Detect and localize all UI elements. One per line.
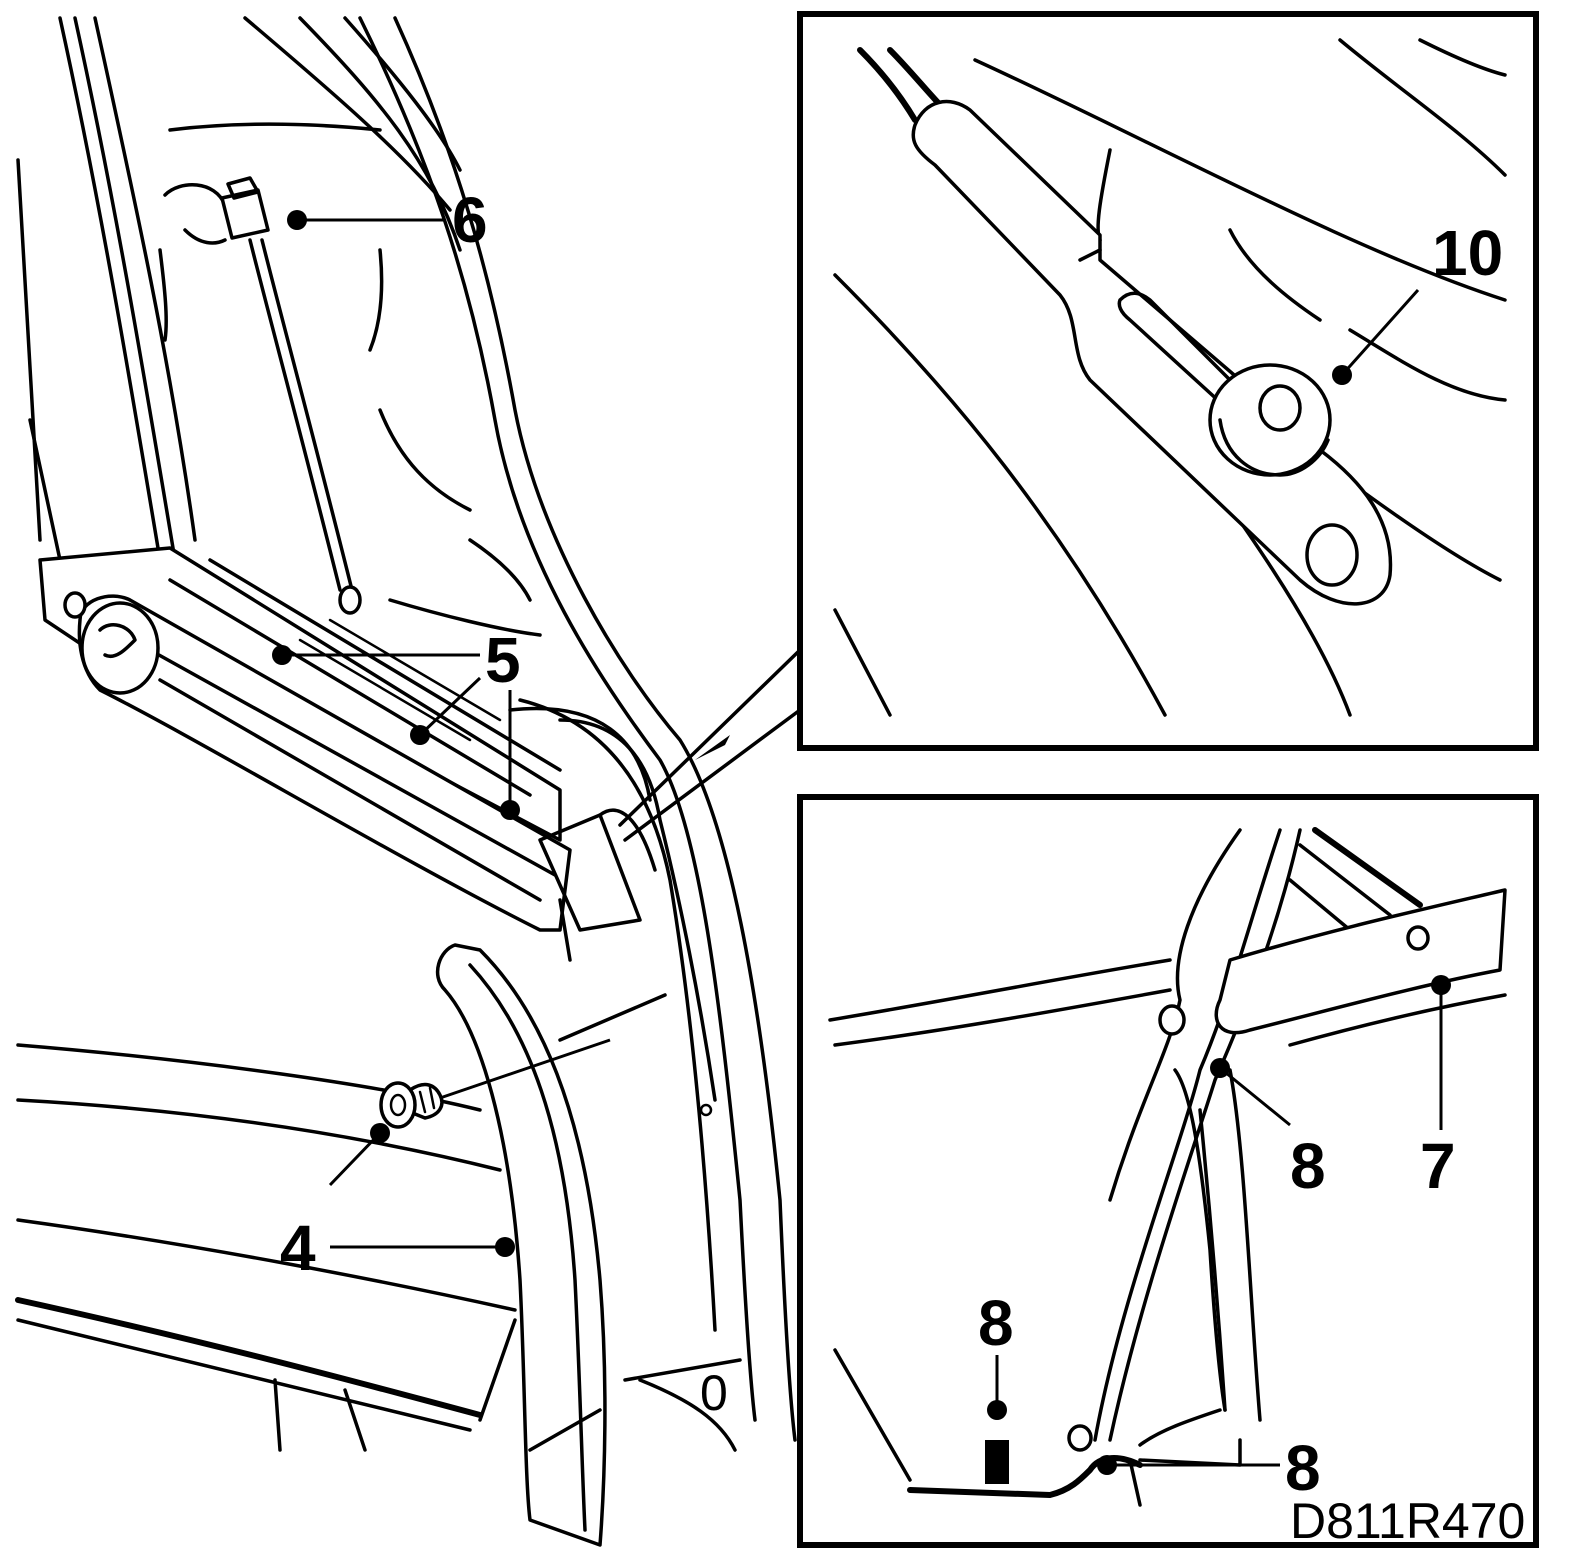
detail-pointer: [618, 648, 802, 842]
dashboard-lines: [15, 1043, 737, 1452]
callout-8-left: 8: [978, 1287, 1014, 1420]
callout-10-label: 10: [1432, 217, 1503, 289]
callout-8-upper: 8: [1210, 1058, 1326, 1202]
callout-8-left-label: 8: [978, 1287, 1014, 1359]
callout-7-label: 7: [1420, 1130, 1456, 1202]
callouts: 4 5 6 10 7: [272, 184, 1503, 1504]
callout-6: 6: [287, 184, 488, 256]
drawing-code: D811R470: [1290, 1493, 1525, 1549]
detail-view-ground-strap: [797, 11, 1539, 751]
detail-view-cable-routing: [797, 794, 1539, 1548]
callout-8-bottom: 8: [1097, 1432, 1321, 1504]
pillar-trim-panel: 0: [435, 943, 742, 1547]
callout-10: 10: [1332, 217, 1503, 385]
pillar: [358, 16, 797, 1442]
callout-5: 5: [272, 624, 521, 820]
callout-4-label: 4: [280, 1212, 316, 1284]
screw: [379, 1038, 611, 1129]
svg-text:0: 0: [700, 1365, 728, 1421]
connector-and-cable: [163, 176, 362, 615]
callout-7: 7: [1420, 975, 1456, 1202]
callout-6-label: 6: [452, 184, 488, 256]
main-view: 0: [15, 16, 802, 1547]
body-panel-lines: [16, 16, 542, 637]
callout-4: 4: [280, 1123, 515, 1284]
callout-5-label: 5: [485, 624, 521, 696]
callout-8-bottom-label: 8: [1285, 1432, 1321, 1504]
rail-assembly: [38, 538, 657, 962]
callout-8-upper-label: 8: [1290, 1130, 1326, 1202]
